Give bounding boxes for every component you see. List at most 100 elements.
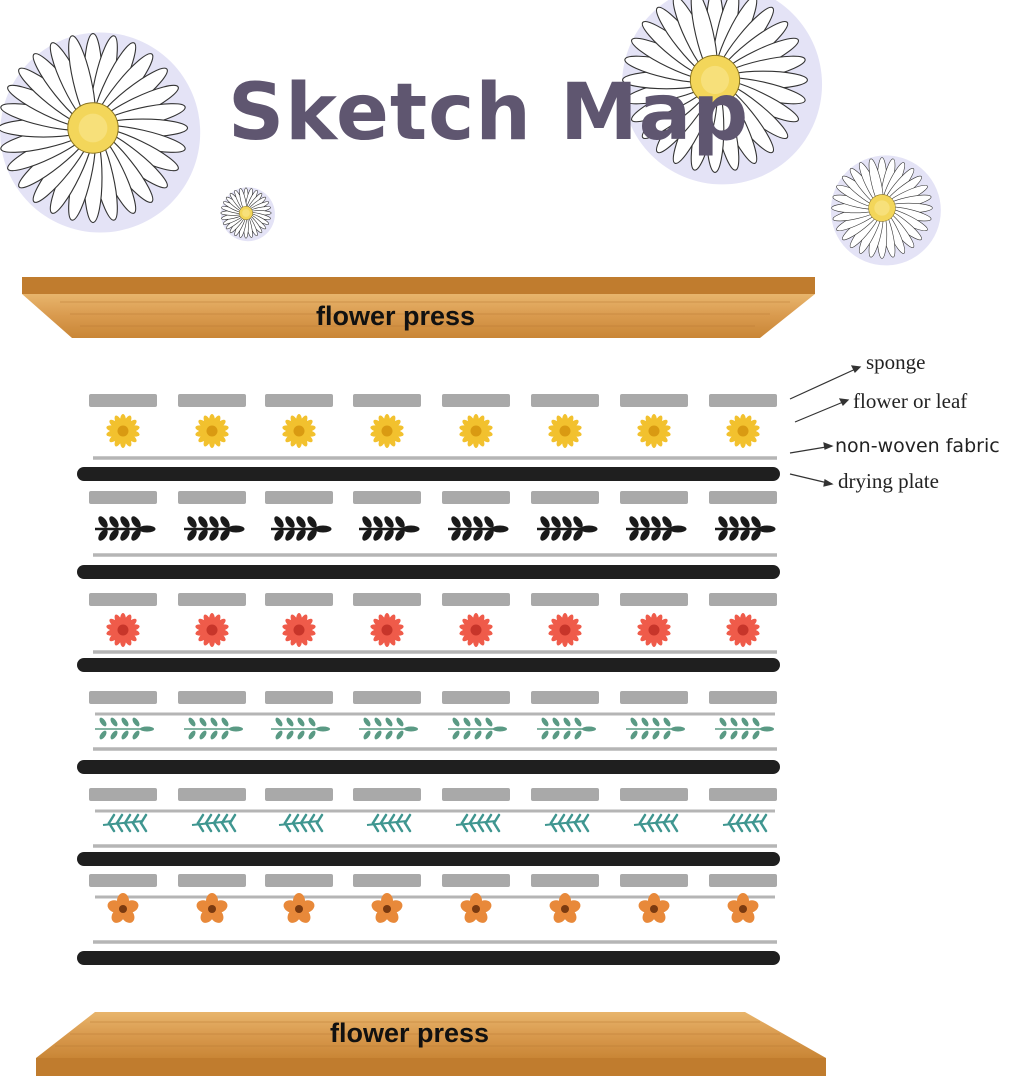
green-leaf-sprig-icon — [448, 717, 507, 740]
sponge-block — [265, 394, 333, 407]
sponge-block — [531, 788, 599, 801]
sponge-block — [89, 394, 157, 407]
daisy-tiny-icon — [220, 187, 275, 242]
orange-flower-icon — [371, 893, 403, 923]
green-leaf-sprig-icon — [359, 717, 418, 740]
sponge-block — [531, 394, 599, 407]
red-daisy-icon — [459, 613, 493, 647]
sponge-block — [620, 874, 688, 887]
sponge-block — [620, 593, 688, 606]
sponge-block — [89, 593, 157, 606]
black-leaf-sprig-icon — [537, 516, 598, 541]
teal-fern-icon — [191, 813, 237, 833]
press-layer — [77, 394, 780, 481]
sponge-block — [265, 593, 333, 606]
sponge-block — [442, 491, 510, 504]
sponge-block — [265, 491, 333, 504]
sponge-block — [709, 593, 777, 606]
red-daisy-icon — [195, 613, 229, 647]
yellow-daisy-icon — [459, 414, 493, 448]
sponge-block — [709, 491, 777, 504]
drying-plate — [77, 760, 780, 774]
teal-fern-icon — [544, 813, 590, 833]
bottom-press-board — [36, 1012, 826, 1076]
black-leaf-sprig-icon — [184, 516, 245, 541]
sponge-block — [620, 788, 688, 801]
sponge-block — [709, 691, 777, 704]
sponge-block — [178, 691, 246, 704]
decorative-daisies — [0, 0, 941, 266]
sponge-block — [709, 788, 777, 801]
sponge-block — [442, 788, 510, 801]
green-leaf-sprig-icon — [537, 717, 596, 740]
yellow-daisy-icon — [726, 414, 760, 448]
teal-fern-icon — [455, 813, 501, 833]
sponge-block — [89, 788, 157, 801]
daisy-large-right-icon — [622, 0, 823, 185]
sponge-block — [265, 691, 333, 704]
sponge-block — [442, 593, 510, 606]
drying-plate — [77, 565, 780, 579]
black-leaf-sprig-icon — [626, 516, 687, 541]
orange-flower-icon — [638, 893, 670, 923]
sponge-block — [531, 593, 599, 606]
sponge-block — [442, 691, 510, 704]
yellow-daisy-icon — [370, 414, 404, 448]
sponge-block — [620, 394, 688, 407]
sponge-block — [531, 491, 599, 504]
green-leaf-sprig-icon — [715, 717, 774, 740]
orange-flower-icon — [107, 893, 139, 923]
label-sponge: sponge — [866, 350, 926, 374]
top-press-label: flower press — [316, 301, 476, 331]
label-drying-plate: drying plate — [838, 469, 939, 493]
sponge-block — [709, 874, 777, 887]
teal-fern-icon — [278, 813, 324, 833]
green-leaf-sprig-icon — [95, 717, 154, 740]
sponge-block — [353, 788, 421, 801]
sponge-block — [178, 788, 246, 801]
daisy-small-right-icon — [830, 155, 941, 266]
sponge-block — [620, 691, 688, 704]
sponge-block — [89, 691, 157, 704]
yellow-daisy-icon — [106, 414, 140, 448]
sponge-block — [531, 691, 599, 704]
daisy-large-left-icon — [0, 32, 201, 233]
sponge-block — [442, 874, 510, 887]
orange-flower-icon — [460, 893, 492, 923]
drying-plate — [77, 951, 780, 965]
sponge-block — [353, 593, 421, 606]
bottom-press-label: flower press — [330, 1018, 490, 1048]
sponge-block — [709, 394, 777, 407]
orange-flower-icon — [549, 893, 581, 923]
yellow-daisy-icon — [548, 414, 582, 448]
black-leaf-sprig-icon — [448, 516, 509, 541]
press-layer — [77, 491, 780, 579]
label-flower-or-leaf: flower or leaf — [853, 389, 968, 413]
black-leaf-sprig-icon — [359, 516, 420, 541]
sponge-block — [353, 691, 421, 704]
yellow-daisy-icon — [637, 414, 671, 448]
green-leaf-sprig-icon — [626, 717, 685, 740]
red-daisy-icon — [637, 613, 671, 647]
sponge-block — [265, 788, 333, 801]
yellow-daisy-icon — [195, 414, 229, 448]
press-layer — [77, 788, 780, 866]
red-daisy-icon — [370, 613, 404, 647]
red-daisy-icon — [548, 613, 582, 647]
yellow-daisy-icon — [282, 414, 316, 448]
press-layer — [77, 691, 780, 774]
red-daisy-icon — [726, 613, 760, 647]
orange-flower-icon — [283, 893, 315, 923]
sponge-block — [353, 874, 421, 887]
red-daisy-icon — [106, 613, 140, 647]
sponge-block — [265, 874, 333, 887]
orange-flower-icon — [196, 893, 228, 923]
top-press-board — [22, 277, 815, 338]
teal-fern-icon — [102, 813, 148, 833]
black-leaf-sprig-icon — [715, 516, 776, 541]
sponge-block — [353, 491, 421, 504]
sponge-block — [178, 394, 246, 407]
label-non-woven-fabric: non-woven fabric — [835, 435, 1000, 457]
sponge-block — [442, 394, 510, 407]
teal-fern-icon — [633, 813, 679, 833]
